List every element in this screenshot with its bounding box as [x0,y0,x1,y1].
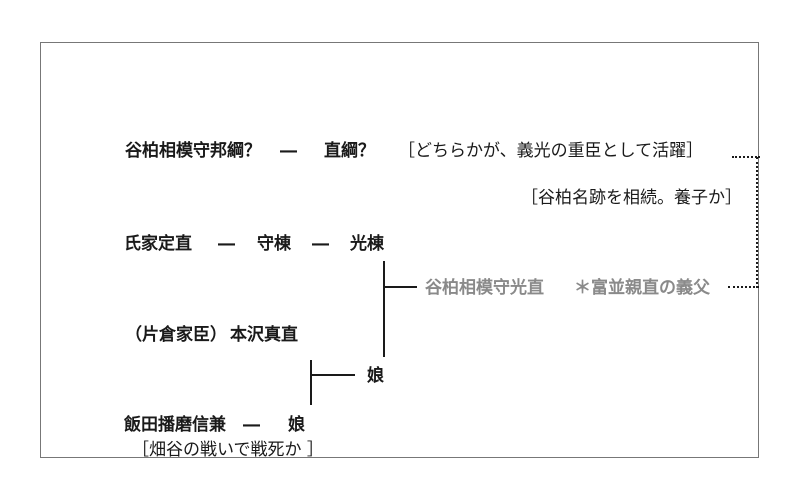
descent-line-mitsumune [383,261,385,357]
note-name-succession: ［谷柏名跡を相続。養子か］ [521,188,742,208]
lineage-dash: ― [280,141,297,161]
person-mitsumune: 光棟 [350,234,384,254]
lineage-dash: ― [243,415,260,435]
note-retainer-of-yoshiaki: ［どちらかが、義光の重臣として活躍］ [398,141,704,161]
person-yagashiwa-mitsunao: 谷柏相模守光直 [425,278,544,298]
person-iida-nobukane: 飯田播磨信兼 [124,415,226,435]
person-yagashiwa-kunitsuna: 谷柏相模守邦綱？ [125,141,261,161]
dotted-connector-vertical [756,157,758,288]
lineage-dash: ― [218,234,235,254]
person-naotsuna: 直綱？ [324,141,375,161]
person-ujiie-sadanao: 氏家定直 [124,234,192,254]
person-motozawa-masanao: 本沢真直 [230,325,298,345]
note-tominami-chikanao: ＊富並親直の義父 [574,278,710,298]
person-daughter-upper: 娘 [367,366,384,386]
branch-line-daughter [311,374,355,376]
note-battle-of-hataya: ［畑谷の戦いで戦死か ］ [132,440,324,460]
label-katakura-retainer: （片倉家臣） [125,325,227,345]
person-moritomune: 守棟 [257,234,291,254]
person-daughter-lower: 娘 [288,415,305,435]
dotted-connector-bottom [728,286,759,288]
descent-line-motozawa [310,360,312,405]
dotted-connector-top [732,156,760,158]
branch-line-mitsunao [384,286,417,288]
diagram-frame: 谷柏相模守邦綱？ ― 直綱？ ［どちらかが、義光の重臣として活躍］ ［谷柏名跡を… [40,42,760,460]
lineage-dash: ― [312,234,329,254]
